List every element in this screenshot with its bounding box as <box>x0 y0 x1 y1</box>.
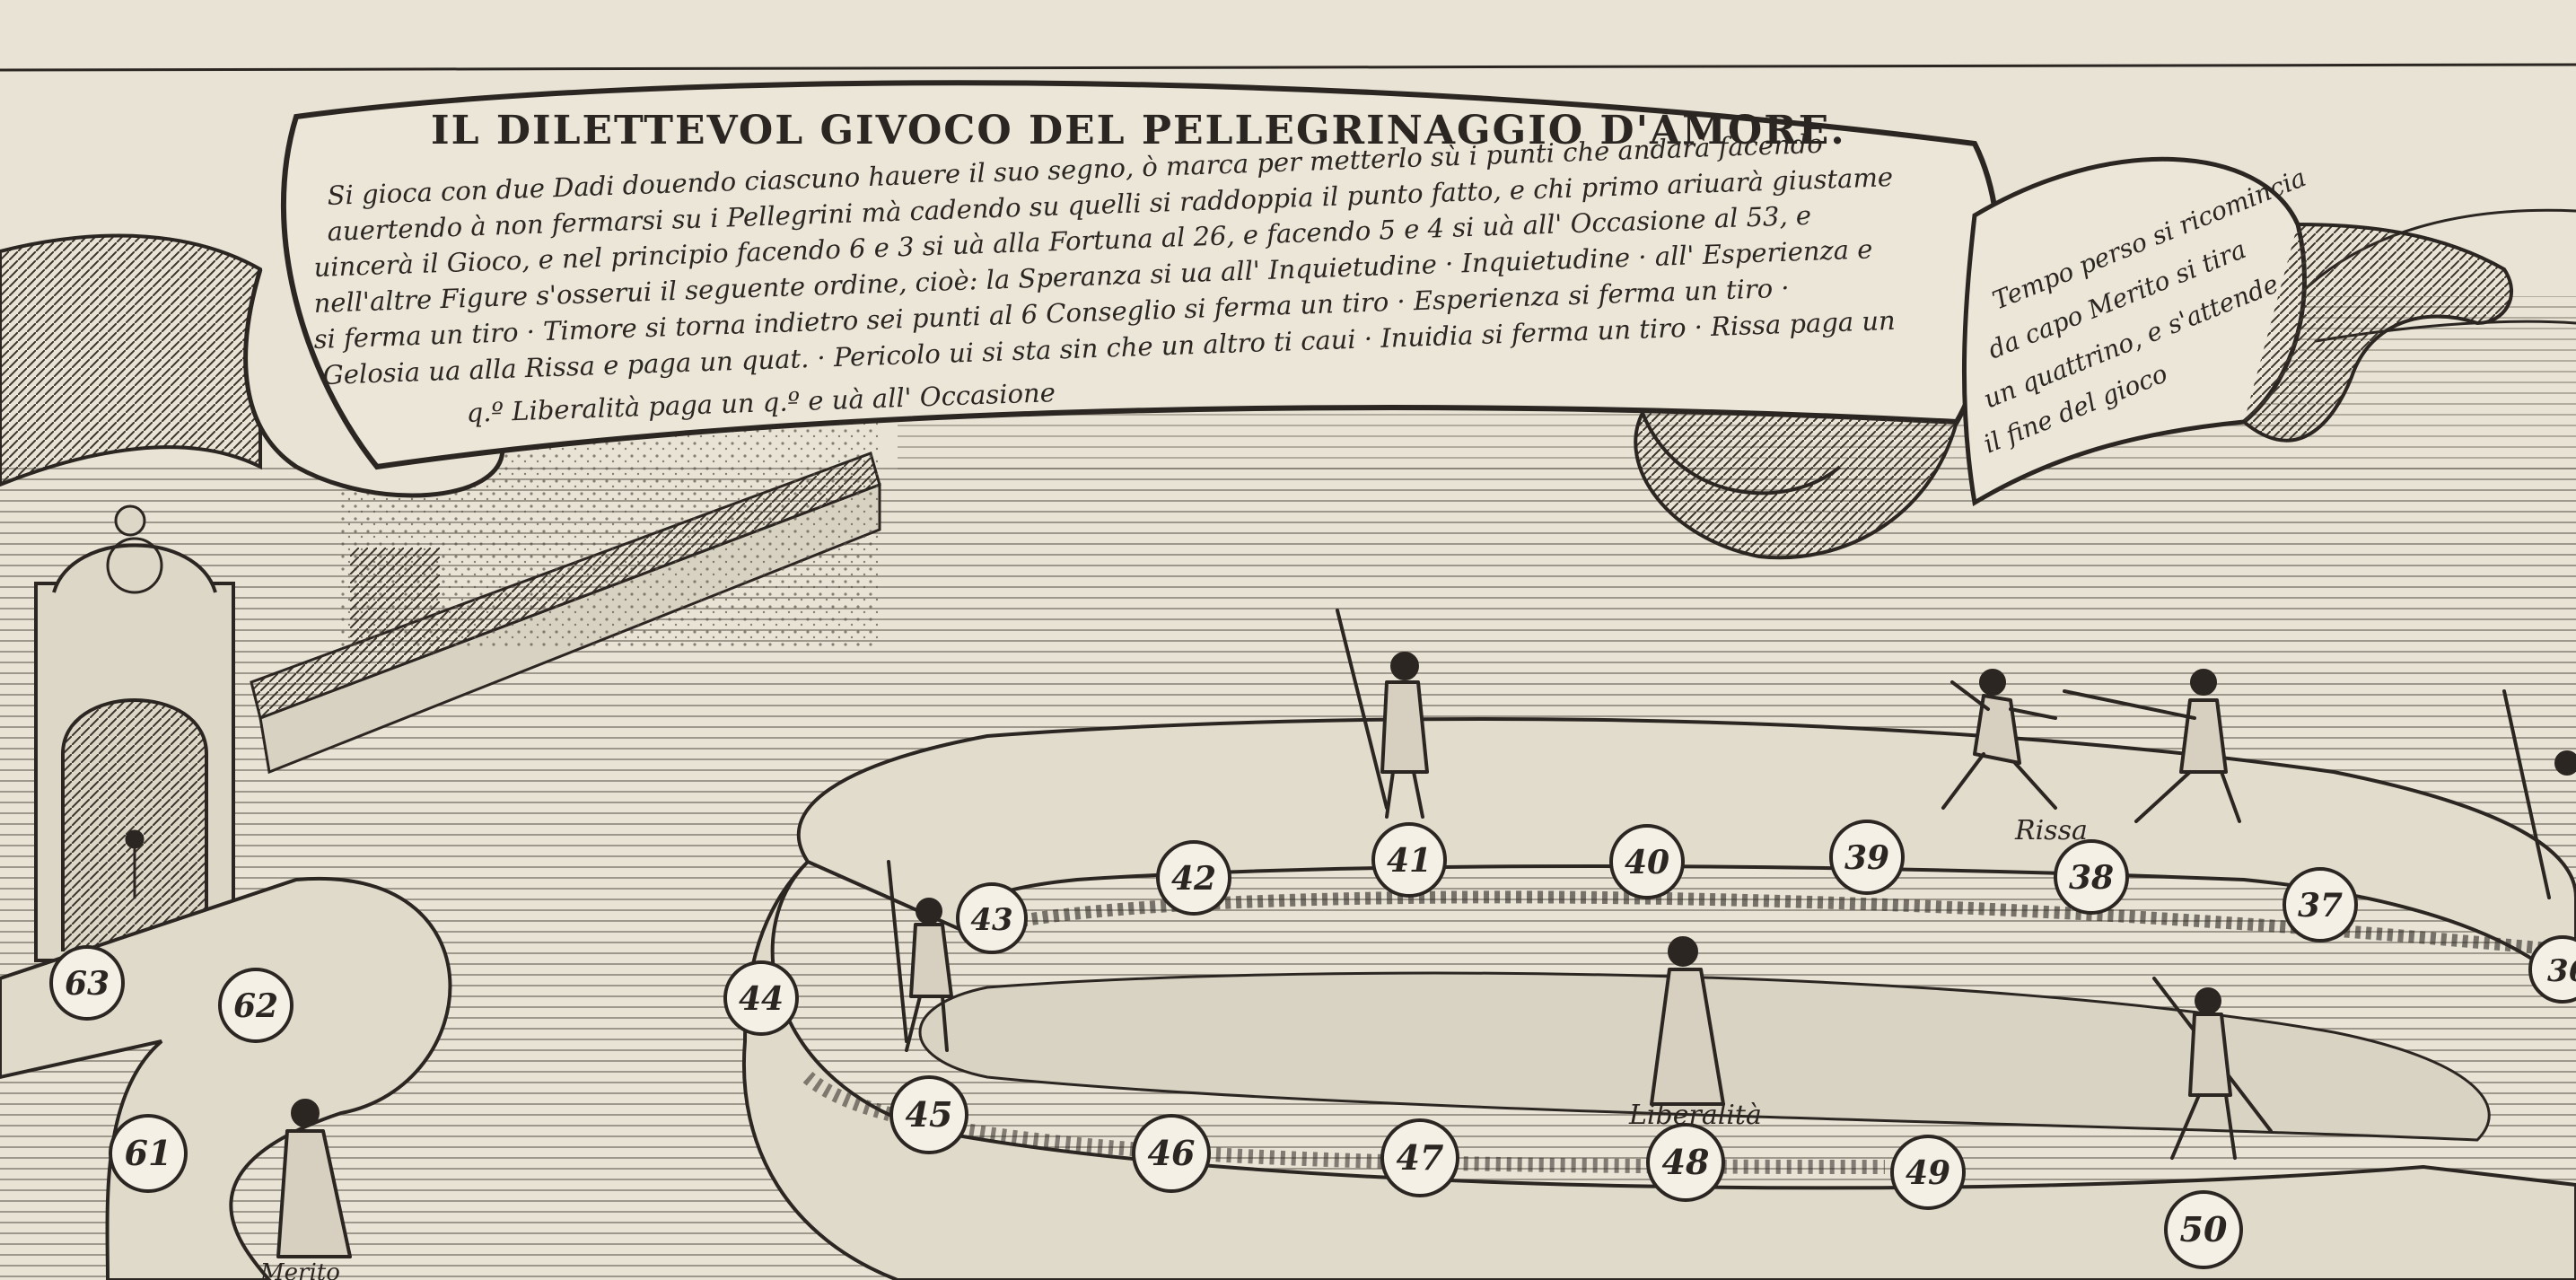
space-61: 61 <box>109 1114 188 1193</box>
pilgrim-figure-3 <box>2152 977 2273 1160</box>
space-number: 44 <box>739 980 784 1018</box>
space-39: 39 <box>1829 820 1905 895</box>
rissa-label: Rissa <box>2014 815 2088 846</box>
space-42: 42 <box>1156 840 1231 916</box>
page-title: IL DILETTEVOL GIVOCO DEL PELLEGRINAGGIO … <box>431 108 1846 153</box>
merito-label: Merito <box>259 1259 340 1280</box>
space-49: 49 <box>1890 1135 1966 1210</box>
space-43: 43 <box>956 882 1028 954</box>
garden-wall <box>250 413 881 775</box>
title-banner <box>0 80 2002 560</box>
space-47: 47 <box>1380 1118 1459 1197</box>
space-36: 36 <box>2528 935 2576 1004</box>
space-number: 47 <box>1397 1137 1444 1178</box>
space-number: 38 <box>2069 859 2114 897</box>
space-number: 61 <box>125 1133 172 1173</box>
space-number: 62 <box>233 987 278 1025</box>
liberalita-figure <box>1650 936 1725 1106</box>
space-38: 38 <box>2054 839 2129 915</box>
space-number: 42 <box>1171 860 1216 898</box>
space-46: 46 <box>1132 1114 1211 1193</box>
board-spaces: 36 37 38 39 40 41 42 43 <box>49 820 2576 1269</box>
side-ribbon <box>1961 156 2514 507</box>
space-number: 43 <box>970 902 1012 938</box>
space-50: 50 <box>2164 1190 2243 1269</box>
garden-gate <box>34 504 235 962</box>
space-number: 37 <box>2298 887 2343 925</box>
pilgrim-figure-4 <box>2502 689 2576 899</box>
space-number: 39 <box>1844 839 1889 877</box>
space-62: 62 <box>218 968 294 1043</box>
space-number: 36 <box>2547 953 2576 989</box>
space-45: 45 <box>889 1075 968 1154</box>
gate-figure <box>125 829 145 899</box>
merito-figure <box>276 1099 352 1258</box>
space-41: 41 <box>1371 822 1447 898</box>
space-number: 46 <box>1148 1133 1196 1173</box>
space-63: 63 <box>49 945 125 1021</box>
space-number: 63 <box>65 965 110 1003</box>
space-44: 44 <box>723 960 799 1036</box>
pilgrim-figure-2 <box>887 860 953 1052</box>
space-number: 48 <box>1662 1142 1710 1182</box>
space-number: 45 <box>906 1094 953 1135</box>
space-number: 49 <box>1906 1154 1950 1192</box>
rissa-fighters <box>1941 669 2241 823</box>
frame-top-rule <box>0 63 2576 72</box>
space-40: 40 <box>1609 824 1685 899</box>
space-37: 37 <box>2282 867 2358 942</box>
space-number: 50 <box>2180 1209 2228 1249</box>
space-number: 41 <box>1387 842 1432 880</box>
space-48: 48 <box>1646 1123 1725 1202</box>
space-number: 40 <box>1625 844 1669 881</box>
pilgrim-figure <box>1336 609 1429 819</box>
